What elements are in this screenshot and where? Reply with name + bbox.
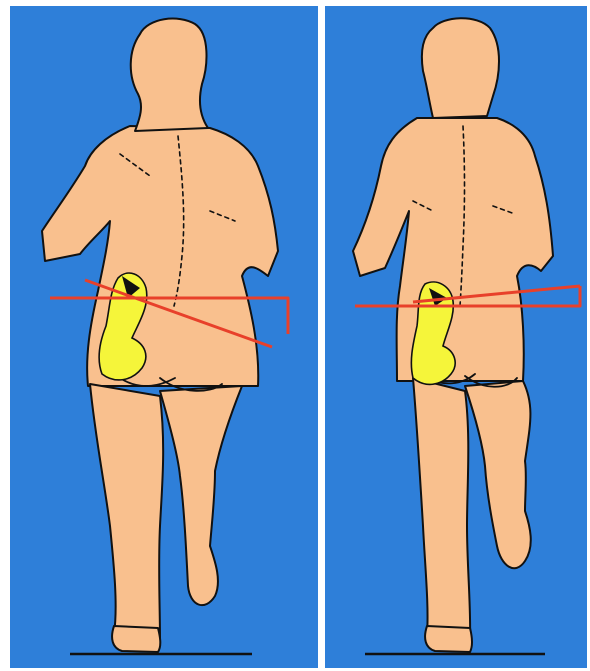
stance-foot: [112, 626, 160, 652]
left-panel-tilted-pelvis: [10, 6, 318, 668]
right-illustration: [325, 6, 587, 668]
head: [422, 18, 499, 118]
left-illustration: [10, 6, 318, 668]
head: [131, 19, 208, 131]
right-panel-level-pelvis: [325, 6, 587, 668]
stance-foot: [425, 626, 472, 652]
